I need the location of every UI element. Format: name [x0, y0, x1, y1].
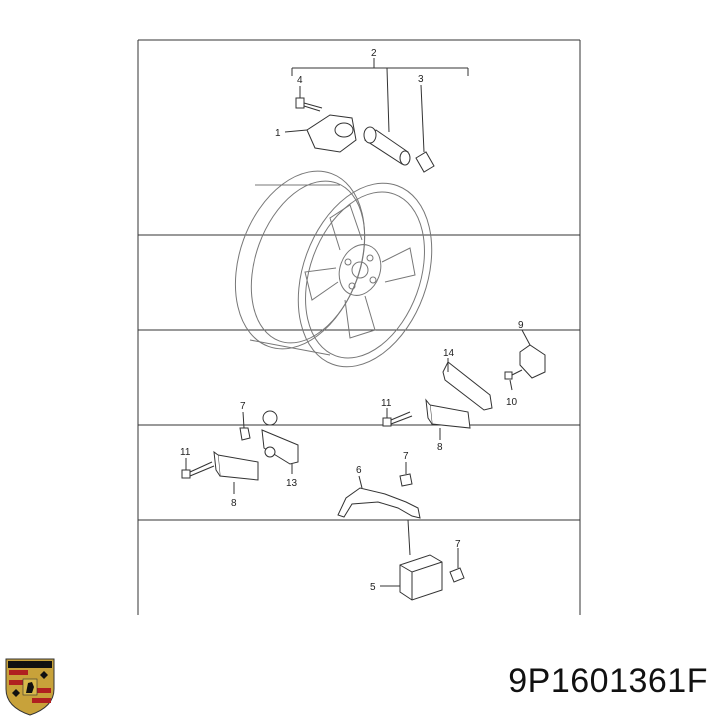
callout-label: 14 — [443, 348, 455, 359]
callout-label: 11 — [381, 398, 392, 409]
callout-label: 4 — [297, 75, 303, 86]
callout-label: 1 — [275, 128, 281, 139]
antenna-8-upper-drawing — [382, 398, 471, 440]
antenna-8-lower-drawing — [181, 450, 259, 494]
callout-label: 11 — [180, 447, 191, 458]
part-number: 9P1601361F — [508, 662, 708, 700]
logo-brand-text: PORSCHE — [17, 663, 47, 669]
control-unit-5-drawing — [380, 519, 465, 601]
callout-label: 3 — [418, 74, 424, 85]
callout-2-bracket — [291, 58, 469, 133]
diagram-frame — [137, 39, 581, 615]
bracket-6-drawing — [337, 462, 421, 519]
valve-cap-drawing — [415, 84, 435, 173]
bracket-14-drawing — [442, 329, 546, 411]
callout-label: 2 — [371, 48, 377, 59]
bracket-13-drawing — [239, 410, 299, 474]
callout-label: 6 — [356, 465, 362, 476]
valve-stem-drawing — [363, 126, 411, 166]
callout-labels: 1 2 3 4 5 6 7 7 7 8 8 9 10 11 11 13 14 — [180, 48, 524, 593]
callout-label: 7 — [403, 451, 409, 462]
screw-4-drawing — [295, 86, 323, 112]
porsche-crest-logo: PORSCHE — [5, 658, 55, 716]
callout-label: 7 — [240, 401, 246, 412]
callout-label: 8 — [231, 498, 237, 509]
callout-label: 7 — [455, 539, 461, 550]
callout-label: 13 — [286, 478, 298, 489]
callout-label: 8 — [437, 442, 443, 453]
callout-label: 10 — [506, 397, 518, 408]
tpms-sensor-drawing — [284, 114, 357, 153]
wheel-drawing — [234, 170, 433, 368]
callout-label: 5 — [370, 582, 376, 593]
callout-label: 9 — [518, 320, 524, 331]
